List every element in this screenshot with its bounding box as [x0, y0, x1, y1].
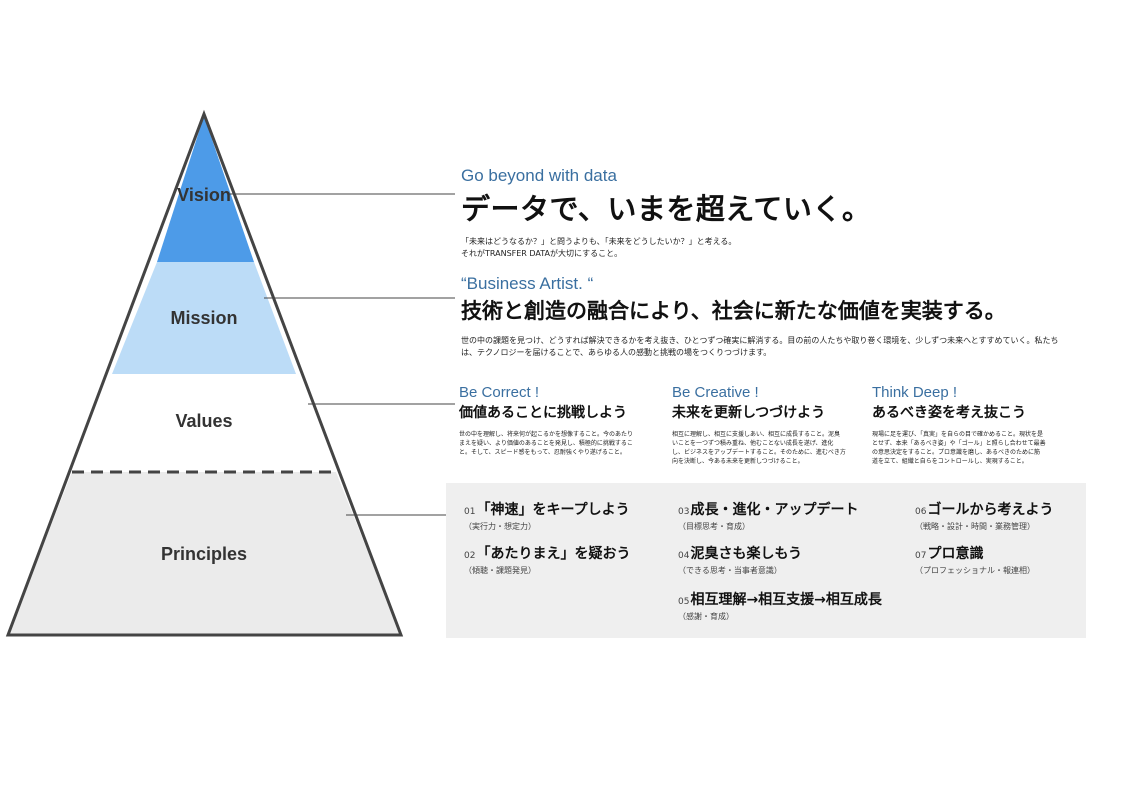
- vision-label: Vision: [177, 185, 231, 205]
- principle-number: 01: [464, 507, 476, 517]
- principle-number: 03: [678, 507, 690, 517]
- value-desc-line: 相互に理解し、相互に支援しあい、相互に成長すること。泥臭: [672, 431, 841, 438]
- value-desc-line: し、ビジネスをアップデートすること。そのために、進むべき方: [672, 449, 846, 456]
- principle-title: 「あたりまえ」を疑おう: [476, 546, 631, 562]
- principle-subtitle: （プロフェッショナル・報連相）: [915, 566, 1035, 575]
- principle-item: 03成長・進化・アップデート （目標思考・育成）: [678, 499, 858, 532]
- principle-item: 04泥臭さも楽しもう （できる思考・当事者意識）: [678, 543, 802, 576]
- principle-item: 05相互理解→相互支援→相互成長 （感謝・育成）: [678, 589, 882, 622]
- principle-title: 泥臭さも楽しもう: [690, 546, 803, 562]
- value-desc-line: 世の中を理解し、将来何が起こるかを想像すること。今のあたり: [459, 431, 634, 438]
- mission-description: 世の中の課題を見つけ、どうすれば解決できるかを考え抜き、ひとつずつ確実に解消する…: [461, 335, 1059, 359]
- value-description: 世の中を理解し、将来何が起こるかを想像すること。今のあたり まえを疑い、より価値…: [459, 430, 649, 457]
- principle-number: 02: [464, 551, 476, 561]
- principle-title: ゴールから考えよう: [927, 502, 1054, 518]
- mission-english: “Business Artist. “: [461, 274, 594, 293]
- principle-subtitle: （戦略・設計・時間・業務管理）: [915, 522, 1035, 531]
- principle-subtitle: （実行力・想定力）: [464, 522, 536, 531]
- principle-number: 05: [678, 597, 690, 607]
- value-english: Be Correct !: [459, 384, 540, 401]
- pyramid-diagram: Vision Mission Values Principles: [5, 109, 455, 637]
- principle-subtitle: （感謝・育成）: [678, 612, 734, 621]
- vision-description: 「未来はどうなるか？」と問うよりも、「未来をどうしたいか？」と考える。 それがT…: [461, 236, 871, 260]
- value-english: Think Deep !: [872, 384, 958, 401]
- value-title: 価値あることに挑戦しよう: [459, 405, 627, 421]
- principle-title: 「神速」をキープしよう: [476, 502, 630, 518]
- vision-english: Go beyond with data: [461, 166, 617, 185]
- mission-section: “Business Artist. “ 技術と創造の融合により、社会に新たな価値…: [461, 274, 1059, 359]
- value-title: 未来を更新しつづけよう: [672, 405, 826, 421]
- value-desc-line: と。そして、スピード感をもって、忍耐強くやり遂げること。: [459, 449, 626, 456]
- value-card: Be Correct ! 価値あることに挑戦しよう 世の中を理解し、将来何が起こ…: [459, 384, 649, 457]
- principle-item: 07プロ意識 （プロフェッショナル・報連相）: [915, 543, 1035, 576]
- value-card: Be Creative ! 未来を更新しつづけよう 相互に理解し、相互に支援しあ…: [672, 384, 862, 466]
- pyramid-outline: [5, 109, 404, 637]
- value-desc-line: いことを一つずつ積み重ね、他むことない成長を遂げ、進化: [672, 440, 834, 447]
- principle-subtitle: （できる思考・当事者意識）: [678, 566, 782, 575]
- value-card: Think Deep ! あるべき姿を考え抜こう 現場に足を運び、「真実」を自ら…: [872, 384, 1062, 466]
- value-description: 相互に理解し、相互に支援しあい、相互に成長すること。泥臭 いことを一つずつ積み重…: [672, 430, 862, 466]
- principle-item: 01「神速」をキープしよう （実行力・想定力）: [464, 499, 630, 532]
- value-description: 現場に足を運び、「真実」を自らの目で確かめること。現状を是 とせず、本来「あるべ…: [872, 430, 1062, 466]
- vision-desc-line: それがTRANSFER DATAが大切にすること。: [461, 249, 623, 258]
- value-desc-line: まえを疑い、より価値のあることを発見し、積極的に挑戦するこ: [459, 440, 633, 447]
- principle-subtitle: （目標思考・育成）: [678, 522, 750, 531]
- vision-tier: [157, 116, 254, 262]
- values-label: Values: [175, 411, 232, 431]
- value-desc-line: とせず、本来「あるべき姿」や「ゴール」と照らし合わせて最善: [872, 440, 1046, 447]
- value-desc-line: 現場に足を運び、「真実」を自らの目で確かめること。現状を是: [872, 431, 1044, 438]
- mission-desc-line: 世の中の課題を見つけ、どうすれば解決できるかを考え抜き、ひとつずつ確実に解消する…: [461, 336, 1059, 345]
- principle-number: 04: [678, 551, 690, 561]
- value-title: あるべき姿を考え抜こう: [872, 405, 1026, 421]
- vision-section: Go beyond with data データで、いまを超えていく。 「未来はど…: [461, 166, 871, 260]
- value-desc-line: 道を立て、組織と自らをコントロールし、実現すること。: [872, 458, 1028, 465]
- principle-item: 06ゴールから考えよう （戦略・設計・時間・業務管理）: [915, 499, 1053, 532]
- principle-subtitle: （傾聴・課題発見）: [464, 566, 536, 575]
- principles-label: Principles: [161, 544, 247, 564]
- principle-title: 成長・進化・アップデート: [690, 502, 859, 518]
- value-desc-line: 向を決断し、今ある未来を更新しつづけること。: [672, 458, 804, 465]
- value-english: Be Creative !: [672, 384, 759, 401]
- mission-tier: [112, 262, 296, 374]
- vision-statement: データで、いまを超えていく。: [461, 192, 872, 226]
- principle-item: 02「あたりまえ」を疑おう （傾聴・課題発見）: [464, 543, 630, 576]
- vision-desc-line: 「未来はどうなるか？」と問うよりも、「未来をどうしたいか？」と考える。: [461, 237, 737, 246]
- principles-panel: [446, 483, 1086, 638]
- principle-title: 相互理解→相互支援→相互成長: [690, 592, 882, 608]
- values-tier: [72, 374, 336, 472]
- mission-desc-line: は、テクノロジーを届けることで、あらゆる人の感動と挑戦の場をつくりつづけます。: [461, 348, 772, 357]
- principle-number: 07: [915, 551, 927, 561]
- value-desc-line: の意思決定をすること。プロ意識を磨し、あるべきのために筋: [872, 449, 1041, 456]
- principle-title: プロ意識: [927, 546, 984, 562]
- mission-label: Mission: [170, 308, 237, 328]
- mission-statement: 技術と創造の融合により、社会に新たな価値を実装する。: [461, 299, 1006, 323]
- principle-number: 06: [915, 507, 927, 517]
- principles-tier: [8, 472, 401, 635]
